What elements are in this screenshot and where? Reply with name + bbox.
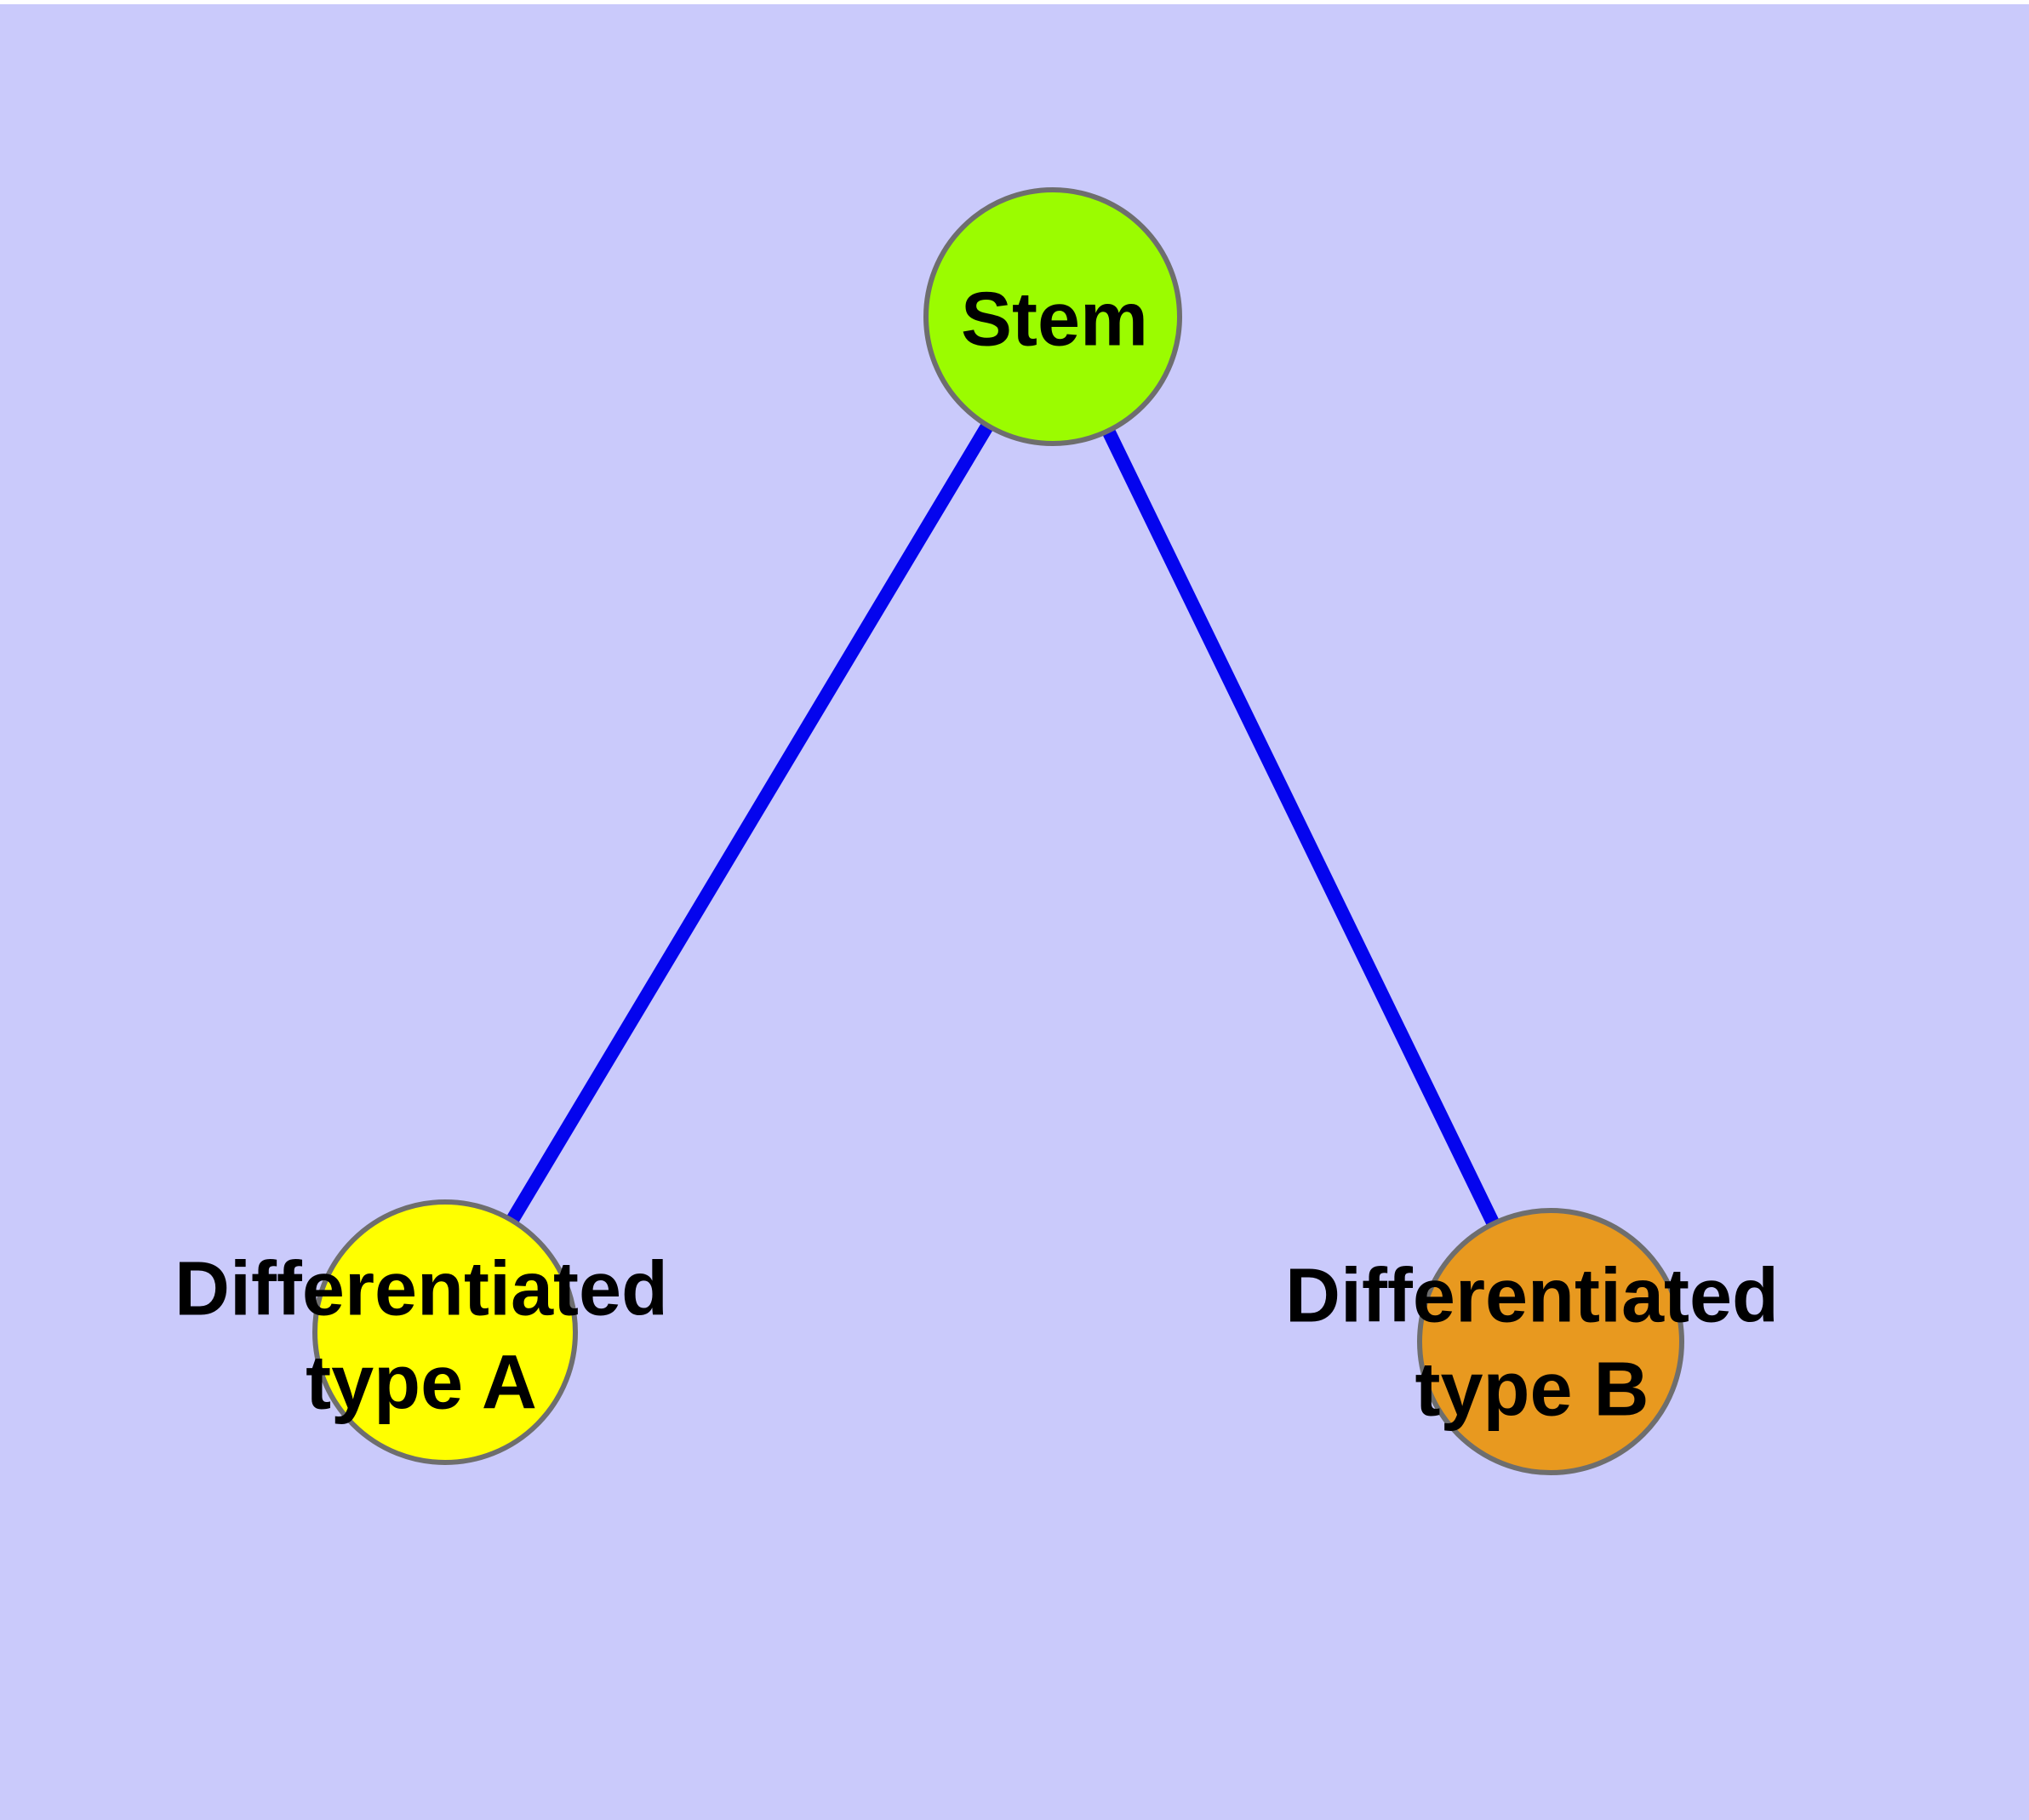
node-type-b-circle [1417, 1208, 1684, 1475]
node-stem-label: Stem [961, 278, 1148, 363]
nodes-layer [312, 187, 1684, 1475]
node-type-a-circle [312, 1199, 578, 1465]
edge-stem-to-type-a [439, 312, 1059, 1336]
node-stem-circle [923, 187, 1182, 446]
edge-stem-to-type-b [1046, 313, 1557, 1345]
edges-layer [439, 312, 1557, 1345]
